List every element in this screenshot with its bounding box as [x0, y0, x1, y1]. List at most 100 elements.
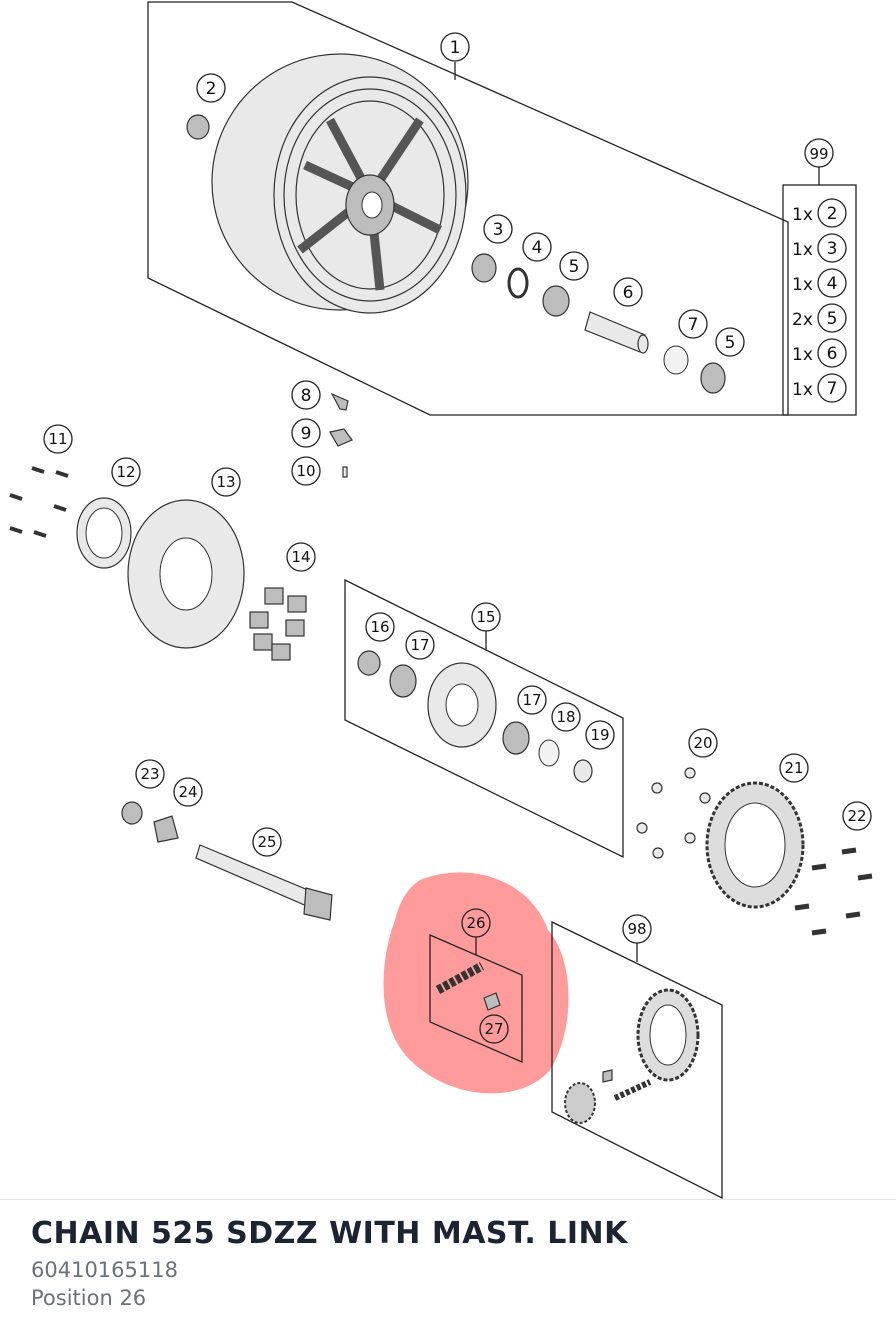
callout-98[interactable]: 98	[622, 914, 652, 944]
svg-text:5: 5	[725, 333, 736, 353]
part-25-axle[interactable]	[195, 844, 333, 921]
callout-27[interactable]: 27	[479, 1014, 509, 1044]
svg-text:17: 17	[410, 636, 429, 654]
part-14-dampers[interactable]	[249, 587, 307, 661]
svg-text:6: 6	[827, 344, 838, 364]
svg-text:98: 98	[627, 920, 646, 938]
part-3-seal[interactable]	[471, 253, 497, 283]
callout-20[interactable]: 20	[688, 728, 718, 758]
rear-wheel-part[interactable]	[188, 30, 492, 334]
callout-7[interactable]: 7	[678, 309, 708, 339]
part-22-bolts[interactable]	[794, 847, 873, 936]
part-13-brake-disc[interactable]	[127, 499, 245, 649]
kit-99-row: 1x 7	[792, 373, 847, 403]
callout-13[interactable]: 13	[211, 467, 241, 497]
callout-1[interactable]: 1	[440, 32, 470, 80]
part-18-ring[interactable]	[538, 739, 560, 767]
callout-18[interactable]: 18	[551, 702, 581, 732]
part-7-ring[interactable]	[663, 345, 689, 375]
svg-text:99: 99	[809, 145, 828, 163]
part-9-bracket[interactable]	[329, 428, 353, 447]
highlight-position-26	[383, 872, 569, 1094]
svg-text:6: 6	[623, 283, 634, 303]
callout-14[interactable]: 14	[286, 542, 316, 572]
part-27-master-link[interactable]	[483, 992, 501, 1011]
kit-99-list: 1x 2 1x 3 1x 4 2x 5 1x 6 1x 7	[792, 198, 847, 403]
svg-text:24: 24	[178, 783, 197, 801]
callout-4[interactable]: 4	[522, 232, 552, 262]
kit-99-row: 1x 2	[792, 198, 847, 228]
part-12-abs-ring[interactable]	[76, 497, 132, 569]
part-10-pin[interactable]	[342, 466, 348, 478]
kit-99-row: 1x 4	[792, 268, 847, 298]
svg-text:4: 4	[532, 238, 543, 258]
svg-text:15: 15	[476, 608, 495, 626]
svg-text:21: 21	[784, 759, 803, 777]
callout-12[interactable]: 12	[111, 457, 141, 487]
group-box-sprocket-carrier	[344, 578, 624, 859]
part-20-nuts[interactable]	[636, 767, 711, 859]
part-21-sprocket[interactable]	[705, 781, 805, 909]
part-2-cap[interactable]	[186, 114, 210, 140]
svg-text:1x: 1x	[792, 345, 813, 365]
part-title: CHAIN 525 SDZZ WITH MAST. LINK	[31, 1216, 628, 1251]
callout-25[interactable]: 25	[252, 827, 282, 857]
svg-text:16: 16	[370, 618, 389, 636]
part-8-valve[interactable]	[330, 392, 349, 411]
kit-99-box	[782, 167, 857, 416]
part-15-carrier[interactable]	[427, 662, 497, 748]
svg-text:11: 11	[48, 430, 67, 448]
svg-text:7: 7	[688, 315, 699, 335]
part-5-bearing-a[interactable]	[542, 285, 570, 317]
svg-text:1x: 1x	[792, 240, 813, 260]
svg-text:10: 10	[296, 462, 315, 480]
callout-5a[interactable]: 5	[559, 251, 589, 281]
part-19-spacer[interactable]	[573, 759, 593, 783]
callout-26[interactable]: 26	[461, 908, 491, 938]
callout-8[interactable]: 8	[291, 380, 321, 410]
svg-text:22: 22	[847, 807, 866, 825]
callout-10[interactable]: 10	[291, 456, 321, 486]
svg-text:2x: 2x	[792, 310, 813, 330]
kit-99-row: 2x 5	[792, 303, 847, 333]
svg-text:13: 13	[216, 473, 235, 491]
part-6-spacer[interactable]	[584, 311, 649, 354]
callout-9[interactable]: 9	[291, 418, 321, 448]
part-5-bearing-b[interactable]	[700, 362, 726, 394]
part-24-adjuster[interactable]	[153, 815, 179, 843]
callout-17b[interactable]: 17	[517, 685, 547, 715]
callout-11[interactable]: 11	[43, 424, 73, 454]
svg-text:27: 27	[484, 1020, 503, 1038]
part-11-bolts[interactable]	[9, 466, 69, 538]
callout-15[interactable]: 15	[471, 602, 501, 650]
callout-3[interactable]: 3	[483, 214, 513, 244]
part-4-circlip[interactable]	[507, 267, 529, 299]
callout-22[interactable]: 22	[842, 801, 872, 831]
svg-text:19: 19	[590, 726, 609, 744]
svg-text:23: 23	[140, 765, 159, 783]
svg-text:3: 3	[827, 239, 838, 259]
part-16-seal[interactable]	[357, 650, 381, 676]
callout-5b[interactable]: 5	[715, 327, 745, 357]
callout-2[interactable]: 2	[196, 73, 226, 103]
callout-16[interactable]: 16	[365, 612, 395, 642]
callout-23[interactable]: 23	[135, 759, 165, 789]
svg-text:7: 7	[827, 379, 838, 399]
part-17-bearing-b[interactable]	[502, 721, 530, 755]
svg-text:20: 20	[693, 734, 712, 752]
svg-text:25: 25	[257, 833, 276, 851]
callout-19[interactable]: 19	[585, 720, 615, 750]
callout-99[interactable]: 99	[804, 138, 834, 168]
svg-text:1x: 1x	[792, 380, 813, 400]
callout-6[interactable]: 6	[613, 277, 643, 307]
part-17-bearing-a[interactable]	[389, 664, 417, 698]
part-98-chain-kit[interactable]	[564, 988, 700, 1124]
svg-text:17: 17	[522, 691, 541, 709]
part-23-nut[interactable]	[121, 801, 143, 825]
callout-17a[interactable]: 17	[405, 630, 435, 660]
svg-text:12: 12	[116, 463, 135, 481]
callout-21[interactable]: 21	[779, 753, 809, 783]
svg-text:18: 18	[556, 708, 575, 726]
part-26-chain[interactable]	[435, 962, 485, 994]
callout-24[interactable]: 24	[173, 777, 203, 807]
